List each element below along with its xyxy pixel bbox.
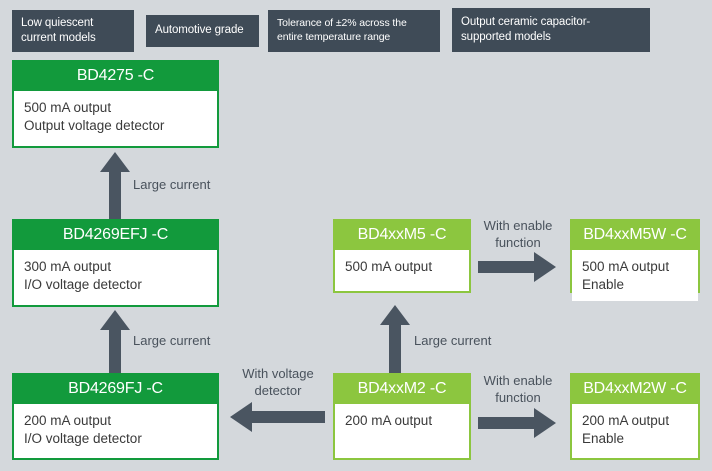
arrow-label-large-current-upper: Large current [133, 177, 211, 192]
arrow-label-line: function [495, 234, 541, 250]
product-card-bd4xxm5[interactable]: BD4xxM5 -C 500 mA output [333, 219, 471, 293]
feature-chip-automotive-grade: Automotive grade [146, 15, 259, 47]
card-spec: Enable [582, 431, 625, 447]
card-spec: I/O voltage detector [24, 277, 142, 293]
arrow-label-large-current-mid: Large current [414, 333, 492, 348]
product-card-bd4xxm5w[interactable]: BD4xxM5W -C 500 mA output Enable [570, 219, 700, 301]
arrow-label-with-enable-lower: With enable function [474, 373, 562, 407]
card-spec-list: 500 mA output Enable [572, 250, 698, 301]
product-card-bd4xxm2w[interactable]: BD4xxM2W -C 200 mA output Enable [570, 373, 700, 460]
feature-chip-tolerance: Tolerance of ±2% across the entire tempe… [268, 10, 440, 52]
card-title: BD4xxM5W -C [572, 221, 698, 250]
arrow-label-line: function [495, 389, 541, 405]
arrow-label-line: With voltage [242, 366, 314, 381]
chip-line: Automotive grade [155, 24, 244, 37]
product-card-bd4269efj[interactable]: BD4269EFJ -C 300 mA output I/O voltage d… [12, 219, 219, 307]
card-spec: 300 mA output [24, 259, 112, 274]
card-title: BD4xxM5 -C [335, 221, 469, 250]
chip-line: current models [21, 32, 96, 44]
chip-line: Low quiescent [21, 16, 94, 29]
card-title: BD4269FJ -C [14, 375, 217, 404]
arrow-up-large-current-lower [100, 310, 130, 374]
chip-line: entire temperature range [277, 31, 391, 43]
arrow-label-large-current-lower: Large current [133, 333, 211, 348]
arrow-right-with-enable-lower [478, 408, 556, 438]
arrow-up-large-current-mid [380, 305, 410, 374]
card-spec-list: 200 mA output I/O voltage detector [14, 404, 217, 458]
card-spec-list: 300 mA output I/O voltage detector [14, 250, 217, 305]
card-title: BD4275 -C [14, 62, 217, 91]
card-spec: 200 mA output [24, 413, 112, 428]
feature-chip-low-quiescent: Low quiescent current models [12, 10, 134, 52]
arrow-left-with-voltage-detector [230, 402, 325, 432]
chip-line: Tolerance of ±2% across the [277, 17, 407, 30]
card-spec: 500 mA output [345, 259, 433, 274]
card-spec: I/O voltage detector [24, 431, 142, 447]
arrow-label-with-voltage-detector: With voltage detector [228, 366, 328, 400]
card-spec: 200 mA output [345, 413, 433, 428]
card-spec-list: 500 mA output Output voltage detector [14, 91, 217, 146]
product-card-bd4275[interactable]: BD4275 -C 500 mA output Output voltage d… [12, 60, 219, 148]
card-spec: 500 mA output [24, 100, 112, 115]
chip-line: supported models [461, 31, 551, 43]
card-spec: 200 mA output [582, 413, 670, 428]
arrow-right-with-enable-upper [478, 252, 556, 282]
arrow-label-line: With enable [483, 218, 553, 233]
card-spec: Output voltage detector [24, 118, 165, 134]
product-card-bd4269fj[interactable]: BD4269FJ -C 200 mA output I/O voltage de… [12, 373, 219, 460]
card-title: BD4xxM2 -C [335, 375, 469, 404]
arrow-label-with-enable-upper: With enable function [474, 218, 562, 252]
arrow-label-line: detector [254, 382, 302, 398]
card-spec-list: 200 mA output Enable [572, 404, 698, 458]
card-title: BD4269EFJ -C [14, 221, 217, 250]
card-title: BD4xxM2W -C [572, 375, 698, 404]
card-spec: Enable [582, 277, 625, 293]
feature-chip-ceramic-capacitor: Output ceramic capacitor- supported mode… [452, 8, 650, 52]
arrow-up-large-current-upper [100, 152, 130, 220]
card-spec-list: 200 mA output [335, 404, 469, 458]
product-card-bd4xxm2[interactable]: BD4xxM2 -C 200 mA output [333, 373, 471, 460]
card-spec: 500 mA output [582, 259, 670, 274]
chip-line: Output ceramic capacitor- [461, 15, 591, 28]
arrow-label-line: With enable [483, 373, 553, 388]
card-spec-list: 500 mA output [335, 250, 469, 291]
